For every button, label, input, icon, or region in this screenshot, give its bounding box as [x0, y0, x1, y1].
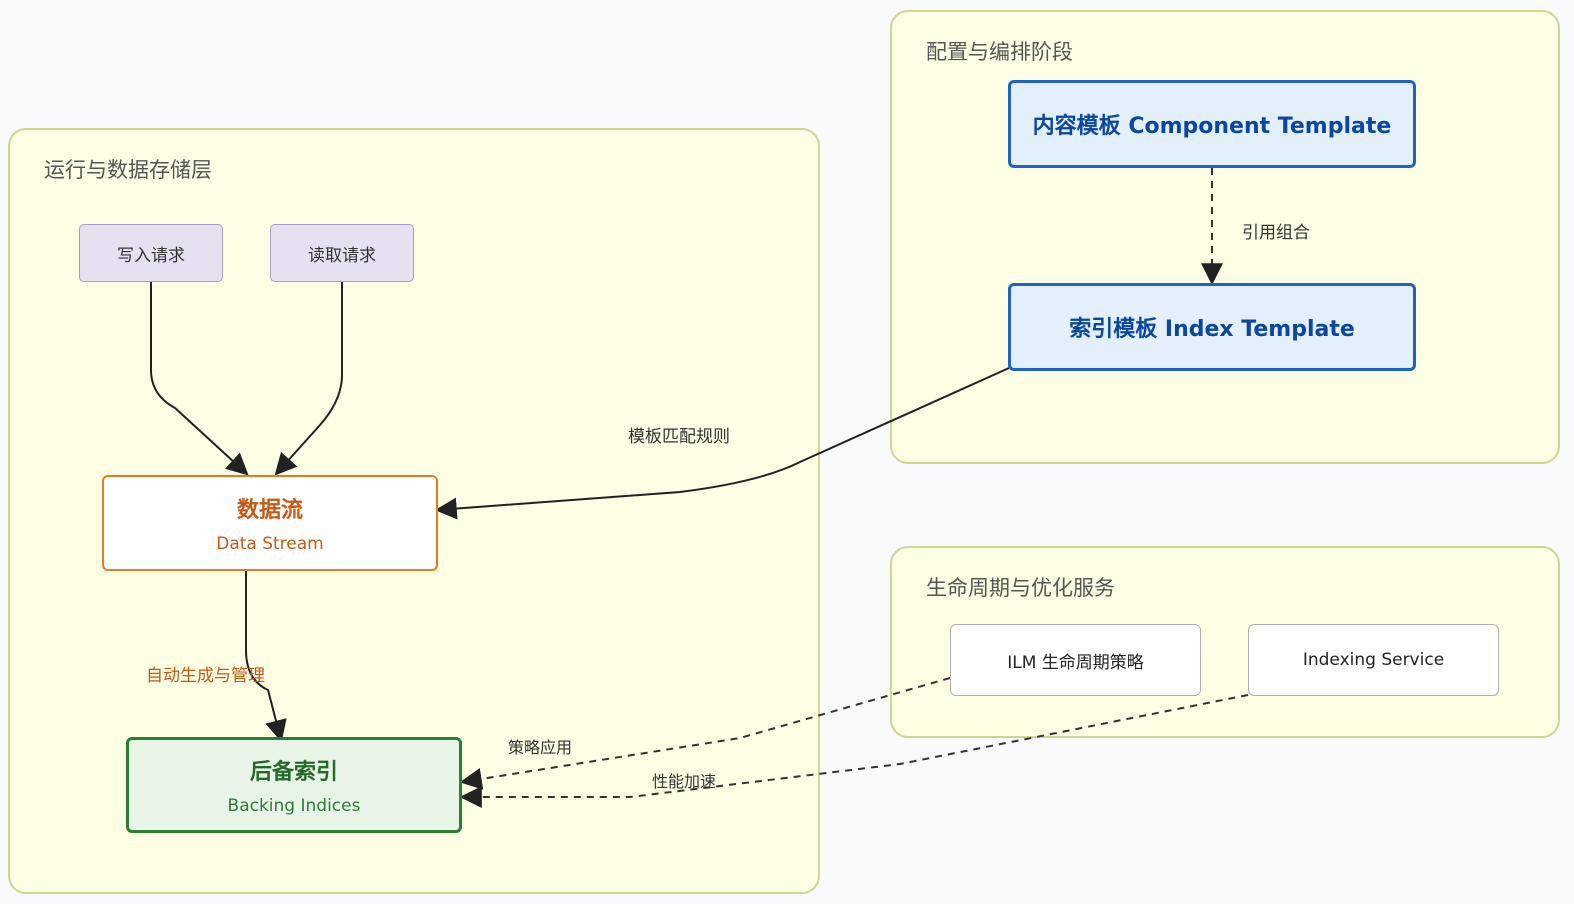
node-subtitle: Backing Indices [227, 796, 361, 816]
edge-label-template-match-rules: 模板匹配规则 [628, 427, 730, 447]
edge-datastream-to-backing [245, 571, 287, 743]
edge-index-template-to-datastream [434, 367, 1010, 520]
cluster-title: 生命周期与优化服务 [926, 576, 1115, 600]
node-subtitle: Data Stream [216, 534, 324, 554]
node-label: 读取请求 [308, 245, 376, 266]
backing-indices-node[interactable]: 后备索引 Backing Indices [126, 737, 462, 833]
edge-label-performance-accelerate: 性能加速 [652, 772, 717, 791]
index-template-node[interactable]: 索引模板 Index Template [1008, 283, 1416, 371]
data-stream-node[interactable]: 数据流 Data Stream [102, 475, 438, 571]
node-title: 后备索引 [249, 760, 338, 785]
node-label: Indexing Service [1302, 650, 1445, 670]
cluster-title: 配置与编排阶段 [926, 40, 1073, 64]
node-label: ILM 生命周期策略 [1007, 652, 1144, 673]
read-request-node[interactable]: 读取请求 [270, 224, 414, 282]
edge-label-policy-apply: 策略应用 [508, 738, 573, 757]
component-template-node[interactable]: 内容模板 Component Template [1008, 80, 1416, 168]
edge-ilm-to-backing [459, 677, 951, 790]
indexing-service-node[interactable]: Indexing Service [1248, 624, 1499, 696]
node-title: 数据流 [236, 498, 303, 523]
edge-read-to-datastream [274, 282, 343, 476]
ilm-policy-node[interactable]: ILM 生命周期策略 [950, 624, 1201, 696]
edge-indexing-service-to-backing [459, 694, 1249, 808]
edge-write-to-datastream [150, 282, 249, 476]
node-label: 写入请求 [117, 245, 185, 266]
node-label: 内容模板 Component Template [1032, 114, 1392, 139]
cluster-title: 运行与数据存储层 [44, 158, 212, 182]
edge-label-auto-generate-manage: 自动生成与管理 [146, 666, 265, 686]
node-label: 索引模板 Index Template [1069, 317, 1355, 342]
edge-label-reference-combine: 引用组合 [1242, 223, 1310, 243]
write-request-node[interactable]: 写入请求 [79, 224, 223, 282]
